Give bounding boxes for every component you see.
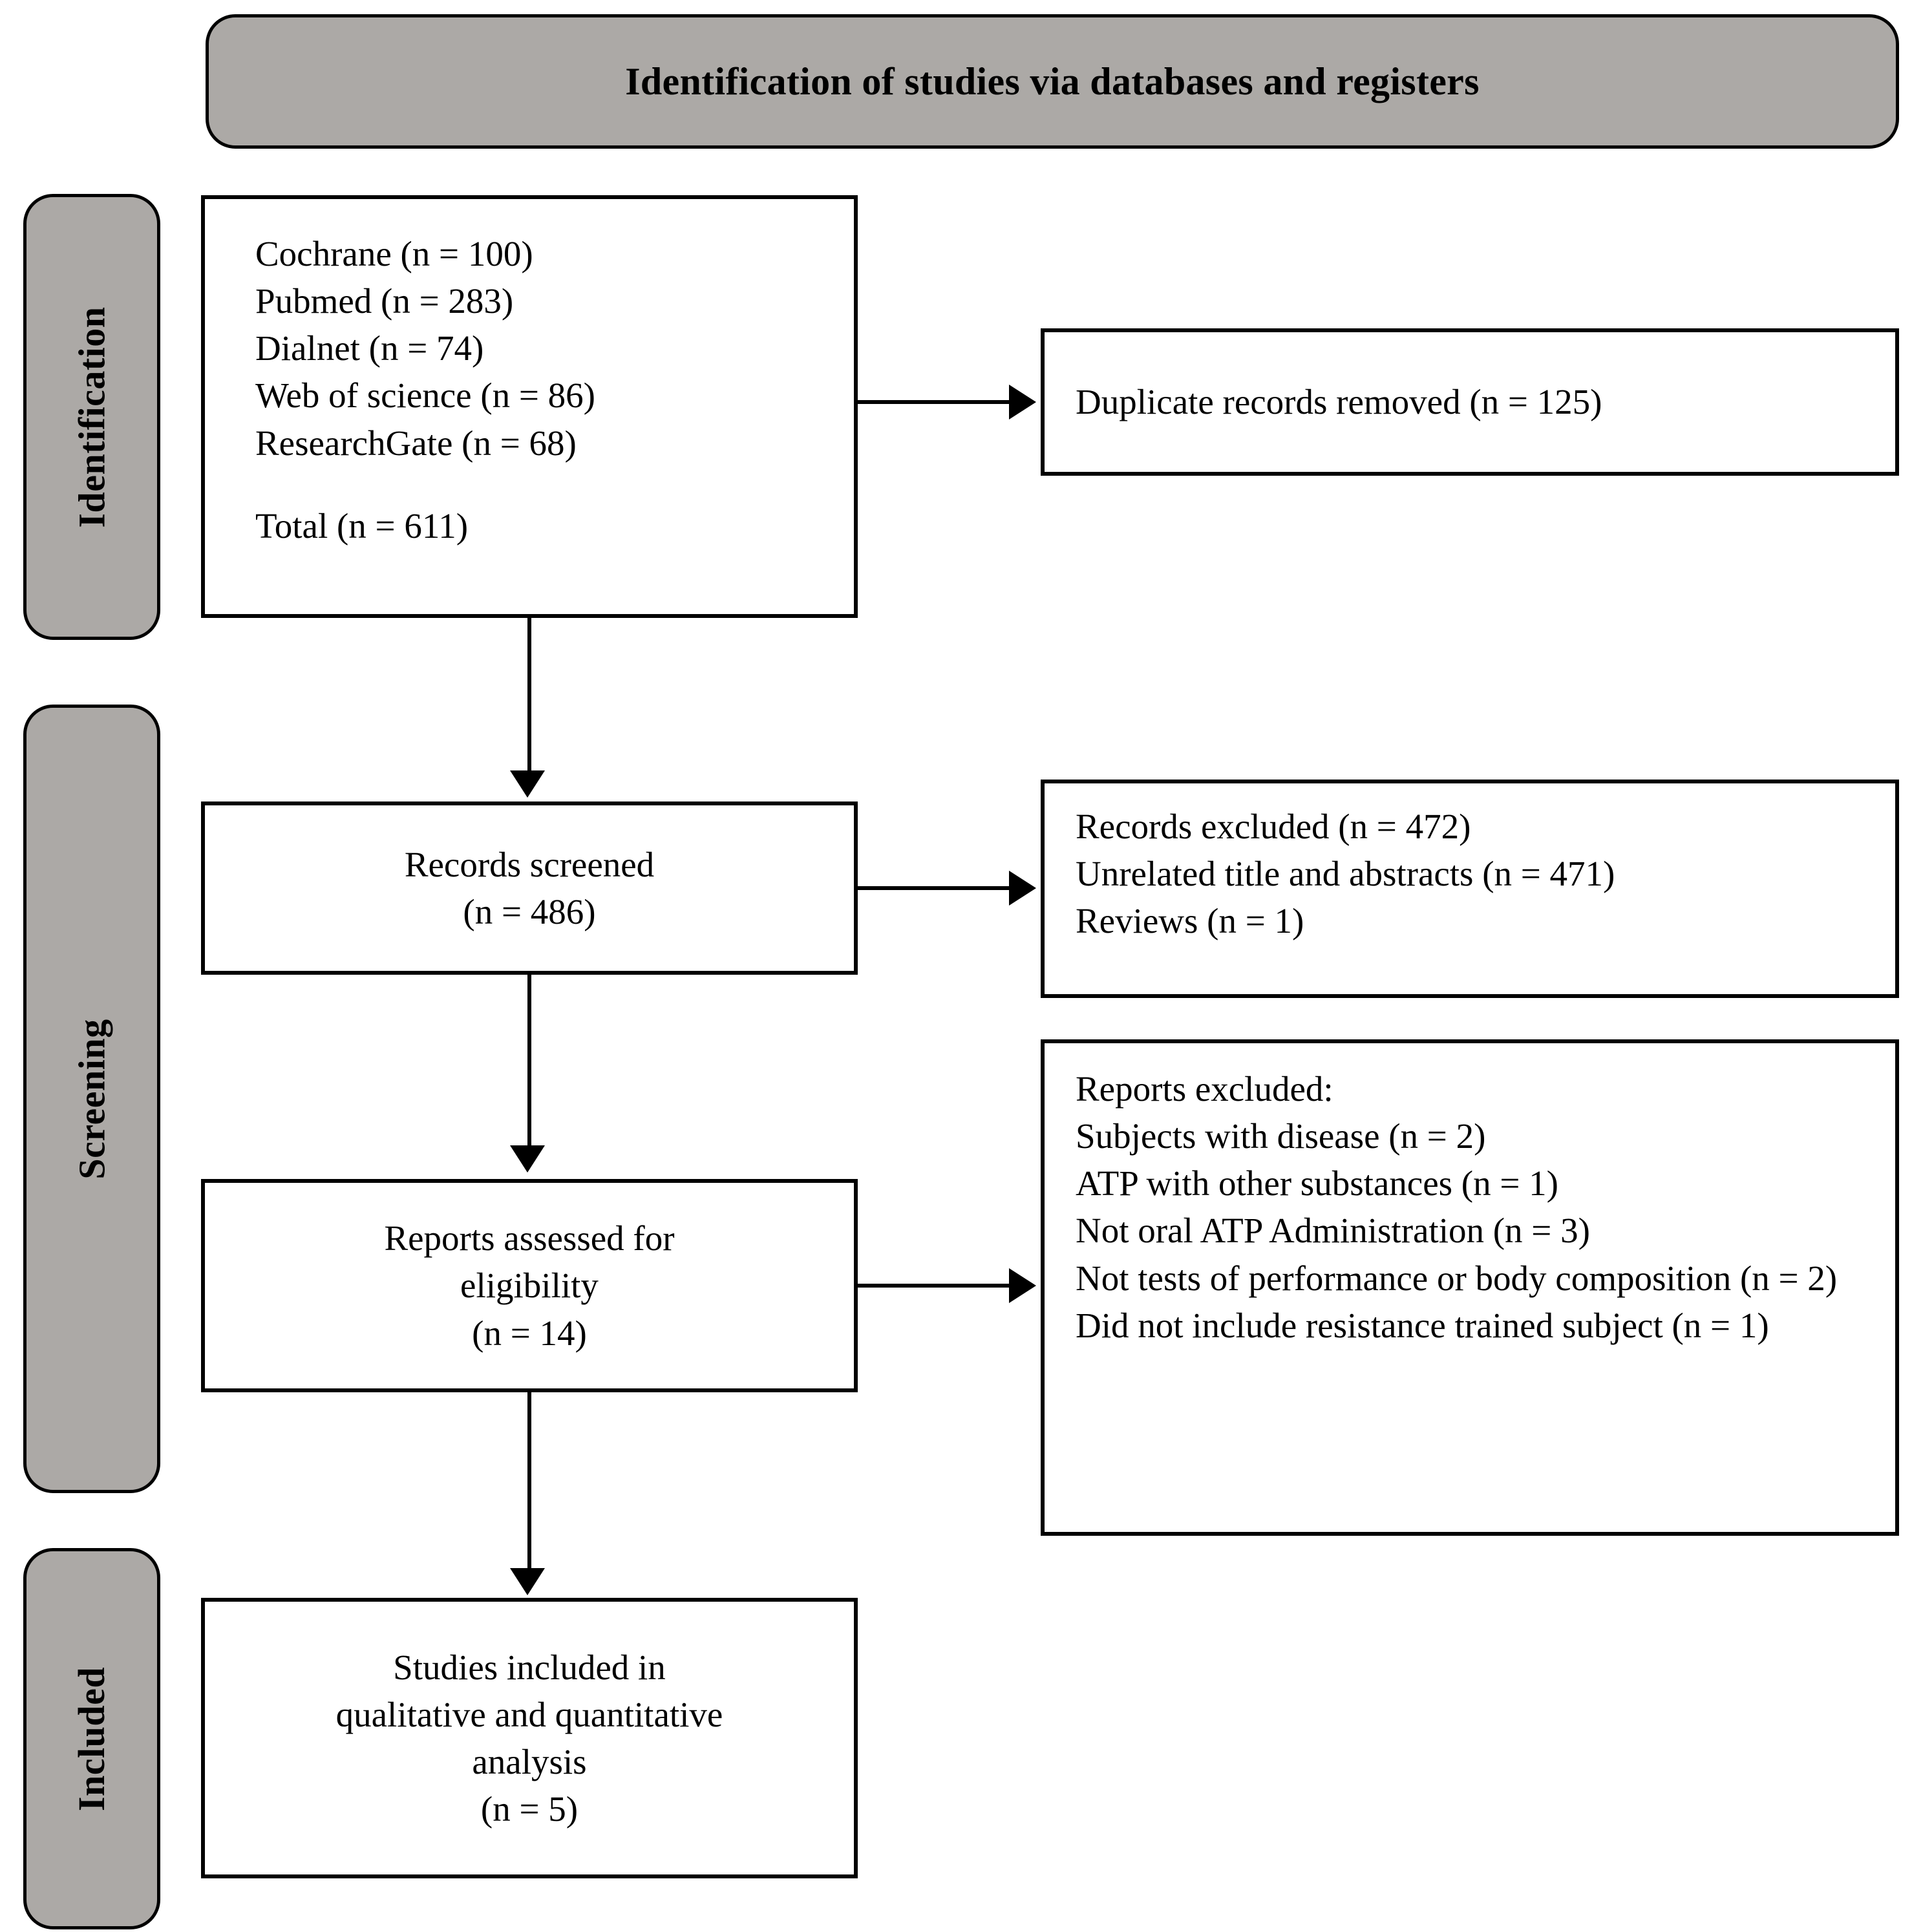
records-excluded-lines: Records excluded (n = 472) Unrelated tit… [1076, 803, 1895, 944]
reports-excluded-reason-disease: Subjects with disease (n = 2) [1076, 1116, 1486, 1156]
reports-excluded-reason-not-oral: Not oral ATP Administration (n = 3) [1076, 1211, 1590, 1251]
studies-included-box: Studies included in qualitative and quan… [201, 1598, 858, 1878]
diagram-title-banner: Identification of studies via databases … [206, 14, 1899, 149]
reports-assessed-lines: Reports assessed for eligibility (n = 14… [384, 1215, 674, 1356]
source-line-spacer [255, 467, 854, 502]
source-line-dialnet: Dialnet (n = 74) [255, 328, 484, 368]
connector-sources-to-screened [527, 618, 531, 776]
arrowhead-right-icon-eligibility-to-reports-excluded [1009, 1268, 1036, 1303]
connector-screened-to-eligibility [527, 975, 531, 1151]
source-line-pubmed: Pubmed (n = 283) [255, 281, 514, 321]
reports-excluded-box: Reports excluded: Subjects with disease … [1041, 1039, 1899, 1536]
stage-label-screening: Screening [23, 705, 160, 1493]
reports-excluded-lines: Reports excluded: Subjects with disease … [1076, 1065, 1859, 1349]
stage-label-screening-text: Screening [70, 1018, 113, 1180]
stage-label-included-text: Included [70, 1666, 113, 1811]
reports-excluded-reason-substances: ATP with other substances (n = 1) [1076, 1163, 1558, 1204]
records-screened-lines: Records screened (n = 486) [405, 841, 654, 935]
duplicate-records-removed-text: Duplicate records removed (n = 125) [1076, 382, 1602, 422]
stage-label-identification-text: Identification [70, 306, 113, 528]
records-identified-lines: Cochrane (n = 100) Pubmed (n = 283) Dial… [255, 230, 854, 549]
source-line-cochrane: Cochrane (n = 100) [255, 234, 533, 273]
source-line-total: Total (n = 611) [255, 505, 469, 546]
studies-included-label-1: Studies included in [393, 1647, 666, 1687]
records-excluded-reviews: Reviews (n = 1) [1076, 901, 1304, 941]
arrowhead-right-icon-screened-to-records-excluded [1009, 871, 1036, 906]
arrowhead-down-icon-eligibility-to-included [510, 1568, 545, 1595]
source-line-researchgate: ResearchGate (n = 68) [255, 423, 577, 463]
stage-label-included: Included [23, 1548, 160, 1929]
connector-sources-to-duplicates [858, 400, 1013, 404]
reports-assessed-label-2: eligibility [460, 1266, 599, 1306]
studies-included-label-3: analysis [472, 1742, 587, 1781]
reports-assessed-label-1: Reports assessed for [384, 1218, 675, 1258]
arrowhead-right-icon-sources-to-duplicates [1009, 385, 1036, 419]
connector-eligibility-to-reports-excluded [858, 1284, 1013, 1288]
reports-excluded-heading: Reports excluded: [1076, 1069, 1333, 1109]
studies-included-label-2: qualitative and quantitative [335, 1694, 723, 1734]
arrowhead-down-icon-screened-to-eligibility [510, 1145, 545, 1173]
stage-label-identification: Identification [23, 194, 160, 640]
diagram-title-text: Identification of studies via databases … [625, 59, 1480, 103]
records-excluded-unrelated: Unrelated title and abstracts (n = 471) [1076, 854, 1615, 894]
records-identified-box: Cochrane (n = 100) Pubmed (n = 283) Dial… [201, 195, 858, 618]
connector-eligibility-to-included [527, 1392, 531, 1573]
duplicate-records-removed-lines: Duplicate records removed (n = 125) [1076, 378, 1602, 425]
records-excluded-total: Records excluded (n = 472) [1076, 807, 1471, 846]
studies-included-count: (n = 5) [480, 1789, 579, 1829]
source-line-web-of-science: Web of science (n = 86) [255, 376, 595, 416]
records-screened-count: (n = 486) [463, 892, 596, 931]
reports-excluded-reason-not-tests: Not tests of performance or body composi… [1076, 1258, 1838, 1298]
reports-excluded-reason-no-resistance-trained: Did not include resistance trained subje… [1076, 1305, 1769, 1345]
duplicate-records-removed-box: Duplicate records removed (n = 125) [1041, 328, 1899, 476]
connector-screened-to-records-excluded [858, 886, 1013, 890]
records-screened-box: Records screened (n = 486) [201, 801, 858, 975]
studies-included-lines: Studies included in qualitative and quan… [336, 1644, 723, 1833]
records-excluded-box: Records excluded (n = 472) Unrelated tit… [1041, 780, 1899, 998]
records-screened-label: Records screened [404, 844, 655, 884]
reports-assessed-for-eligibility-box: Reports assessed for eligibility (n = 14… [201, 1179, 858, 1392]
reports-assessed-count: (n = 14) [472, 1313, 587, 1353]
arrowhead-down-icon-sources-to-screened [510, 770, 545, 798]
